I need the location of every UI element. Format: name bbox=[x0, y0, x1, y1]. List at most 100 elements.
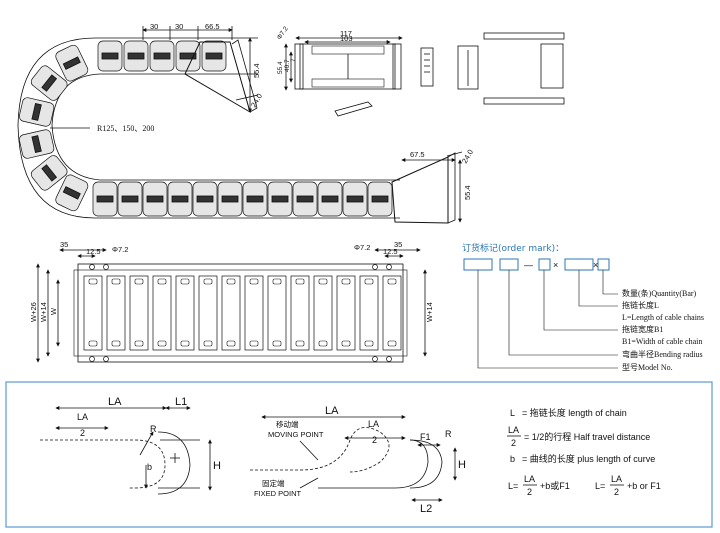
plan-plate bbox=[198, 275, 218, 351]
chain-link-slot bbox=[62, 186, 81, 200]
mounting-hole bbox=[372, 264, 378, 270]
order-item-width-cn: 拖链宽度B1 bbox=[622, 324, 663, 334]
legend-b-sym: b bbox=[510, 454, 515, 464]
travel-diagram-left bbox=[40, 406, 212, 495]
plate-hole bbox=[387, 278, 397, 285]
chain-link-slot bbox=[146, 195, 164, 203]
formula2-pre: L= bbox=[595, 481, 605, 491]
legend-la-text: = 1/2的行程 Half travel distance bbox=[524, 431, 650, 442]
order-mark-leaders bbox=[477, 270, 618, 369]
order-sep-x1: × bbox=[553, 260, 558, 270]
travel-diagram-mid bbox=[250, 415, 457, 502]
plan-plate bbox=[313, 275, 333, 351]
plate-hole bbox=[88, 340, 98, 347]
plate-hole bbox=[272, 278, 282, 285]
formula1-post: +b或F1 bbox=[540, 480, 570, 491]
plate-hole bbox=[295, 278, 305, 285]
mounting-hole bbox=[89, 264, 95, 270]
legend-l-text: = 拖链长度 length of chain bbox=[522, 407, 627, 418]
dim-24-right: 24.0 bbox=[460, 148, 475, 165]
chain-link-slot bbox=[96, 195, 114, 203]
mid-r: R bbox=[445, 429, 452, 439]
left-frac-num: LA bbox=[77, 412, 88, 422]
dim-24-left: 24.0 bbox=[249, 92, 264, 109]
plate-hole bbox=[203, 340, 213, 347]
order-item-quantity: 数量(条)Quantity(Bar) bbox=[622, 288, 697, 298]
left-frac-den: 2 bbox=[80, 428, 85, 438]
legend-la-den: 2 bbox=[511, 438, 516, 448]
chain-link-slot bbox=[41, 74, 58, 92]
upper-links bbox=[97, 40, 227, 72]
plan-dim-w26: W+26 bbox=[29, 302, 38, 322]
plan-dim-w14-right: W+14 bbox=[425, 302, 434, 322]
formula1-den: 2 bbox=[527, 487, 532, 497]
bottom-panel bbox=[5, 381, 713, 528]
chain-link-slot bbox=[246, 195, 264, 203]
legend-l-sym: L bbox=[510, 408, 515, 418]
order-sep-dash: — bbox=[524, 260, 533, 270]
left-r: R bbox=[150, 424, 157, 434]
chain-link-slot bbox=[31, 103, 42, 121]
plan-dim-w14: W+14 bbox=[39, 302, 48, 322]
plate-hole bbox=[203, 278, 213, 285]
moving-en: MOVING POINT bbox=[268, 430, 324, 439]
formula2-num: LA bbox=[611, 474, 622, 484]
dim-67-5: 67.5 bbox=[410, 150, 425, 159]
plate-hole bbox=[111, 340, 121, 347]
chain-link-slot bbox=[346, 195, 364, 203]
plate-hole bbox=[387, 340, 397, 347]
order-item-width-en: B1=Width of cable chain bbox=[622, 337, 702, 346]
plan-plate bbox=[359, 275, 379, 351]
plate-hole bbox=[180, 340, 190, 347]
dim-30-a: 30 bbox=[150, 22, 158, 31]
chain-link-slot bbox=[171, 195, 189, 203]
curve-links bbox=[18, 44, 89, 212]
formula2-post: +b or F1 bbox=[627, 481, 661, 491]
plate-hole bbox=[341, 278, 351, 285]
plate-hole bbox=[272, 340, 282, 347]
chain-link-slot bbox=[179, 52, 197, 60]
left-b: b bbox=[147, 462, 152, 472]
plate-hole bbox=[226, 278, 236, 285]
mounting-hole bbox=[89, 356, 95, 362]
plate-hole bbox=[249, 340, 259, 347]
chain-link-slot bbox=[221, 195, 239, 203]
mid-h: H bbox=[458, 459, 466, 471]
lower-links bbox=[92, 181, 393, 217]
dim-40-7: 40.7 bbox=[284, 59, 291, 72]
mounting-hole bbox=[386, 356, 392, 362]
formula1-num: LA bbox=[524, 474, 535, 484]
chain-link-slot bbox=[321, 195, 339, 203]
mid-frac-den: 2 bbox=[372, 435, 377, 445]
fixed-cn: 固定端 bbox=[262, 478, 285, 488]
plate-hole bbox=[318, 340, 328, 347]
plan-plate bbox=[83, 275, 103, 351]
plan-phi-left: Φ7.2 bbox=[112, 245, 128, 254]
chain-link-slot bbox=[371, 195, 389, 203]
chain-upper-inner bbox=[51, 73, 400, 181]
dim-55-4-right: 55.4 bbox=[463, 185, 472, 200]
chain-link-slot bbox=[196, 195, 214, 203]
dim-30-b: 30 bbox=[175, 22, 183, 31]
plan-plate bbox=[290, 275, 310, 351]
loose-link-part bbox=[334, 101, 373, 117]
left-l1: L1 bbox=[175, 396, 187, 408]
dim-66-5: 66.5 bbox=[205, 22, 220, 31]
chain-link-slot bbox=[41, 164, 58, 182]
chain-link-slot bbox=[153, 52, 171, 60]
chain-link-slot bbox=[31, 135, 42, 153]
mid-l2: L2 bbox=[420, 503, 432, 515]
formula1-pre: L= bbox=[508, 481, 518, 491]
left-h: H bbox=[213, 460, 221, 472]
chain-link-slot bbox=[121, 195, 139, 203]
moving-cn: 移动端 bbox=[276, 419, 299, 429]
plate-hole bbox=[180, 278, 190, 285]
plan-plate bbox=[221, 275, 241, 351]
plate-hole bbox=[341, 340, 351, 347]
plan-plate bbox=[382, 275, 402, 351]
cross-section-view bbox=[284, 32, 565, 117]
plate-hole bbox=[364, 340, 374, 347]
order-item-length-cn: 拖链长度L bbox=[622, 300, 659, 310]
chain-upper-outline bbox=[17, 37, 400, 219]
